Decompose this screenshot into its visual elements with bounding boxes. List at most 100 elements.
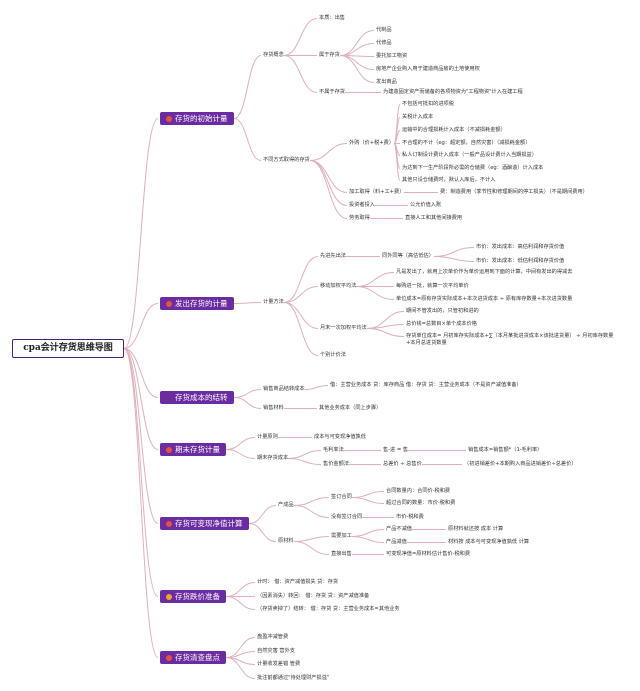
connector-line	[123, 303, 159, 349]
branch-label: 存货跌价准备	[175, 592, 220, 601]
connector-line	[393, 143, 401, 181]
branch-net-realizable-value: 存货可变现净值计算	[160, 517, 249, 530]
item-direct-sale: 可变现净值=原材料估计售价-税和费	[386, 551, 471, 557]
connector-line	[248, 505, 277, 524]
node-no-contract: 没有签订合同	[331, 514, 363, 520]
connector-line	[366, 311, 405, 329]
connector-line	[123, 348, 159, 597]
connector-line	[233, 55, 262, 119]
node-not-belongs: 不属于存货	[319, 89, 345, 95]
node-fifo: 先进先出法	[320, 253, 346, 259]
node-specific: 个别计价法	[320, 352, 346, 358]
item-retail-desc: （初进销差价+本期购入商品进销差价÷总差价）	[464, 461, 577, 467]
item-product-up: 原材料就还按 成本 计算	[448, 526, 504, 532]
item-labor: 直接人工和其他间接费用	[405, 215, 463, 221]
node-investor: 投资者投入	[349, 202, 375, 208]
item-retail-formula: 总差价 ÷ 总售价	[383, 461, 422, 467]
item-product-down: 材料按 成本与可变现净值孰低 计算	[448, 539, 530, 545]
branch-initial-measurement: 存货的初始计量	[160, 112, 234, 125]
item-not-belongs: 为建造固定资产而储备的各项物资为"工程物资"计入在建工程	[383, 89, 523, 95]
branch-label: 存货清查盘点	[175, 653, 220, 662]
connector-line	[351, 529, 385, 537]
node-belongs: 属于存货	[319, 52, 340, 58]
item-purchase-5: 私人订制设计费计入成本（一般产品设计费计入当期损益）	[402, 152, 537, 158]
flame-icon	[166, 301, 172, 307]
item-monthly-2: 总价钱=总数目×单个成本价格	[406, 321, 477, 327]
connector-line	[123, 348, 159, 658]
item-belongs-1: 代制品	[376, 27, 392, 33]
connector-line	[225, 657, 256, 679]
node-materials: 销售材料	[263, 405, 284, 411]
node-raw: 原材料	[278, 538, 294, 544]
node-fifo-sub: 同外同等（高估低估）	[382, 253, 434, 259]
flag-icon	[166, 655, 172, 661]
item-materials: 其他业务成本（同上步骤）	[319, 405, 382, 411]
connector-line	[355, 272, 395, 287]
item-investor: 公允价值入账	[410, 202, 442, 208]
node-retail: 售价金额法	[323, 461, 349, 467]
connector-line	[366, 328, 405, 337]
node-method: 计量方法	[263, 299, 284, 305]
connector-line	[225, 596, 256, 610]
branch-period-end: 期末存货计量	[160, 443, 226, 456]
item-gross-desc: 销售成本=销售额*（1-毛利率）	[468, 447, 543, 453]
branch-label: 存货可变现净值计算	[175, 519, 243, 528]
connector-line	[233, 397, 262, 409]
connector-line	[283, 55, 318, 93]
connector-line	[339, 43, 375, 56]
connector-line	[433, 256, 475, 262]
connector-line	[293, 536, 330, 542]
flame-icon	[166, 116, 172, 122]
connector-line	[351, 497, 385, 504]
branch-label: 期末存货计量	[175, 445, 220, 454]
branch-cost-transfer: 存货成本的结转	[160, 391, 234, 404]
connector-line	[283, 18, 318, 56]
item-belongs-5: 发出商品	[376, 79, 397, 85]
item-impairment-2: （因素消失）转回： 借：存货 贷：资产减值准备	[257, 593, 370, 599]
node-essence: 本质：出售	[319, 15, 345, 21]
branch-label: 存货成本的结转	[175, 393, 228, 402]
item-fifo-2: 市价：发出成本：低估利润和存货价值	[476, 258, 565, 264]
connector-line	[366, 324, 405, 329]
connector-line	[339, 30, 375, 56]
item-purchase-1: 不包括可抵扣的进项税	[402, 101, 454, 107]
item-moving-2: 每购进一批，就算一次平均单价	[396, 283, 469, 289]
node-principle: 计量原则	[257, 434, 278, 440]
item-count-3: 计量收发差错 管费	[257, 661, 301, 667]
node-processing: 加工取得（料+工+费）	[349, 189, 405, 195]
node-goods: 销售商品结转成本	[263, 386, 305, 392]
connector-line	[123, 348, 159, 524]
node-gross: 毛利率法	[323, 447, 344, 453]
lock-icon	[166, 521, 172, 527]
connector-line	[304, 385, 329, 390]
item-purchase-6: 为达到下一生产阶段所必需的仓储费（eg：酒酿造）计入成本	[402, 165, 544, 171]
item-purchase-2: 关税计入成本	[402, 114, 434, 120]
node-finished: 产成品	[278, 502, 294, 508]
connector-line	[283, 256, 319, 303]
node-concept: 存货概念	[263, 52, 284, 58]
item-count-4: 批注前都通过"待处理财产损溢"	[257, 675, 330, 681]
node-contract: 签订合同	[331, 494, 352, 500]
node-labor: 劳务取得	[349, 215, 370, 221]
node-need-process: 需要加工	[331, 533, 352, 539]
connector-line	[351, 491, 385, 498]
branch-label: 存货的初始计量	[175, 114, 228, 123]
flag-icon	[166, 447, 172, 453]
item-purchase-4: 不合理的不计（eg：超定额，自然灾害）（减损耗金额）	[402, 140, 531, 146]
node-product-up: 产品不减值	[386, 526, 412, 532]
connector-line	[287, 450, 322, 459]
connector-line	[123, 118, 159, 349]
item-fifo-1: 市价：发出成本：高估利润和存货价值	[476, 244, 565, 250]
connector-line	[233, 118, 262, 161]
item-count-2: 自然灾害 营外支	[257, 648, 295, 654]
branch-impairment: 存货跌价准备	[160, 590, 226, 603]
bulb-icon	[166, 594, 172, 600]
node-direct-sale: 直接出售	[331, 551, 352, 557]
node-period-end: 期末存货成本	[257, 455, 289, 461]
root-node: cpa会计存货思维导图	[12, 339, 124, 358]
node-monthly: 月末一次加权平均法	[320, 325, 367, 331]
item-no-contract: 市价-税和费	[396, 514, 424, 520]
item-purchase-3: 运输中的合理损耗计入成本（不减损耗金额）	[402, 127, 506, 133]
item-processing: 费：制造费用（季节性和修理期间的停工损失）（不是期间费用）	[440, 189, 588, 195]
item-count-1: 盘盈冲减管费	[257, 634, 289, 640]
